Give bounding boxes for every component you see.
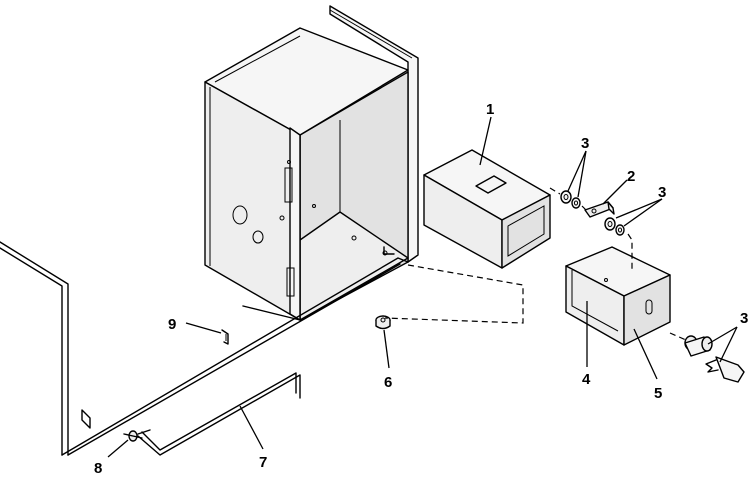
callout-2: 2: [627, 168, 635, 185]
callout-7: 7: [259, 454, 267, 471]
callout-9: 9: [168, 316, 176, 333]
callout-labels: 1 2 3 3 3 4 5 6 7 8 9: [94, 101, 748, 477]
callout-5: 5: [654, 385, 662, 402]
callout-3-lower-right: 3: [740, 310, 748, 327]
part-3-lock-and-key: [684, 335, 745, 383]
part-3-washers-right: [604, 217, 625, 236]
part-1-coin-box: [423, 149, 551, 269]
callout-3-upper-right: 3: [658, 184, 666, 201]
callout-4: 4: [582, 371, 591, 388]
part-2-latch: [584, 201, 615, 218]
part-7-rod: [137, 372, 301, 456]
cabinet-door: [0, 241, 409, 456]
cabinet-housing: [204, 5, 419, 321]
callout-1: 1: [486, 101, 494, 118]
part-4-5-tray: [565, 246, 671, 346]
part-9-clip: [221, 329, 229, 345]
leader-lines: [107, 116, 738, 458]
callout-6: 6: [384, 374, 392, 391]
callout-3-upper-left: 3: [581, 135, 589, 152]
assembly-lines: [384, 187, 687, 341]
part-6-nut: [375, 315, 391, 330]
callout-8: 8: [94, 460, 102, 477]
part-3-washers-left: [560, 190, 581, 209]
part-8-lock-cam: [123, 429, 151, 442]
